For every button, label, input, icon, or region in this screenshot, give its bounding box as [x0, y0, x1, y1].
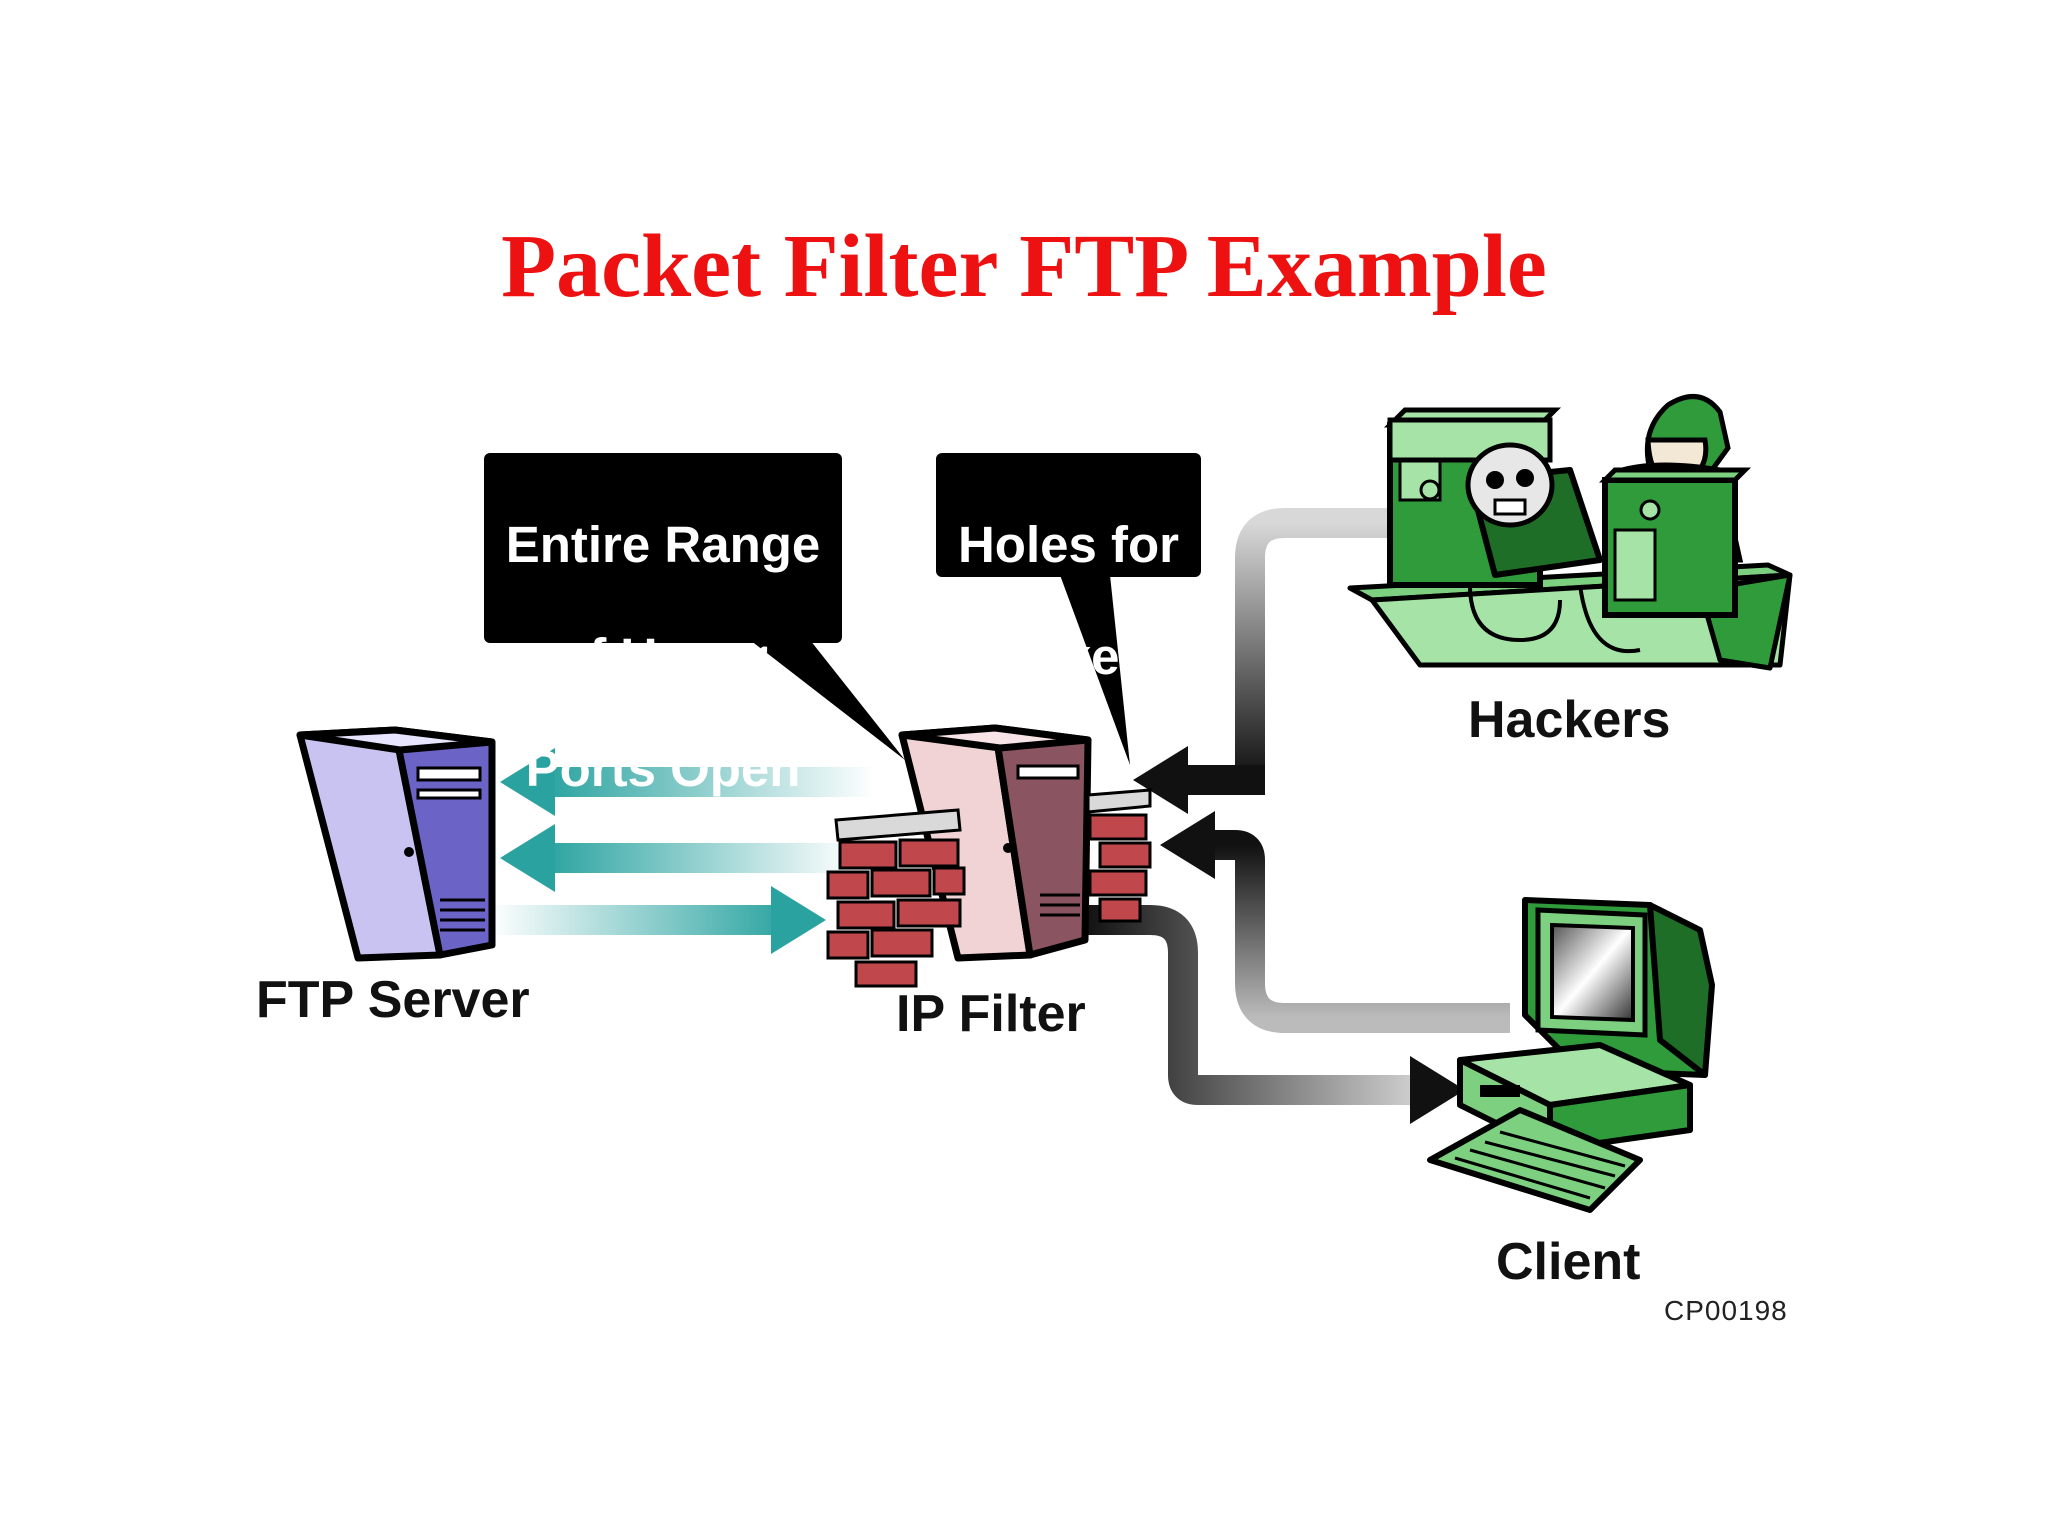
arrow-filter-to-client — [1085, 905, 1465, 1124]
callout-upper-ports-line-3: Ports Open — [525, 740, 801, 797]
label-hackers: Hackers — [1468, 691, 1671, 749]
hackers-icon — [1347, 394, 1793, 671]
page-title: Packet Filter FTP Example — [501, 217, 1547, 316]
ftp-server-icon — [296, 726, 496, 962]
arrow-to-filter — [490, 886, 826, 954]
arrow-to-server-2 — [500, 824, 855, 892]
callout-upper-ports-line-1: Entire Range — [505, 516, 821, 573]
arrow-to-server-1 — [500, 748, 875, 816]
callout-upper-ports: Entire Range of Upper Ports Open — [484, 453, 842, 797]
callout-holes-line-2: Hackers — [969, 628, 1168, 685]
ip-filter-icon — [826, 724, 1152, 988]
label-ftp-server: FTP Server — [256, 971, 530, 1029]
callout-holes-line-1: Holes for — [957, 516, 1180, 573]
label-ip-filter: IP Filter — [896, 985, 1086, 1043]
client-icon — [1427, 897, 1715, 1213]
arrow-hackers-to-filter — [1133, 508, 1400, 814]
callout-holes-for-hackers: Holes for Hackers — [936, 453, 1201, 685]
figure-code: CP00198 — [1664, 1295, 1788, 1326]
arrow-client-to-filter — [1160, 811, 1510, 1033]
callout-upper-ports-line-2: of Upper — [558, 628, 768, 685]
label-client: Client — [1496, 1233, 1641, 1291]
